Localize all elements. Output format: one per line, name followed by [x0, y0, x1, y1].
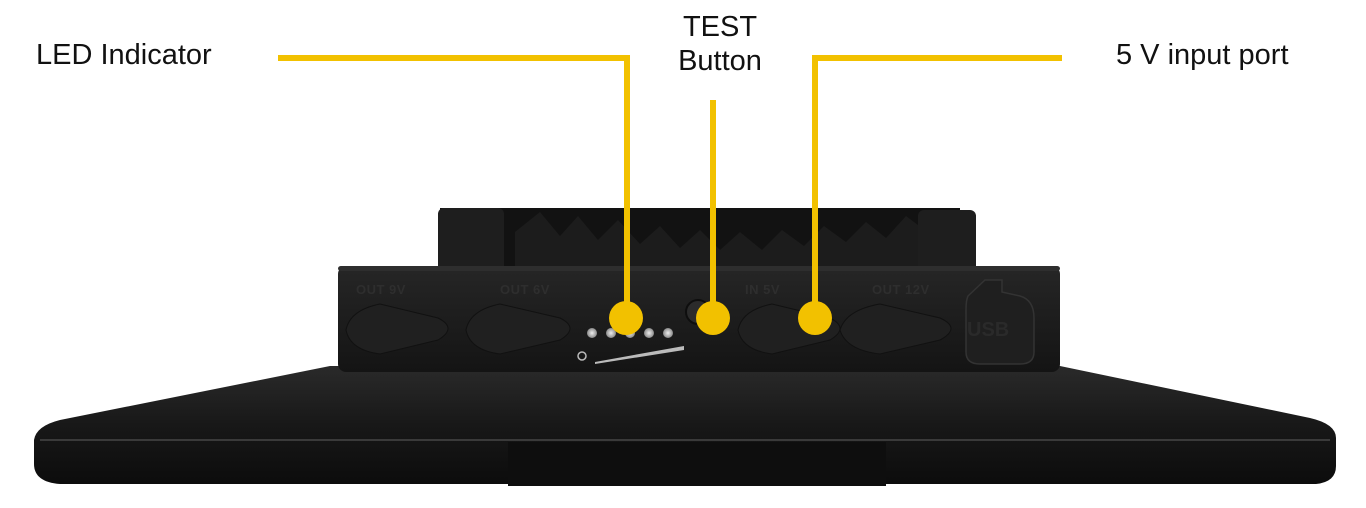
- port-label: OUT 6V: [500, 282, 550, 297]
- usb-port-cover: [965, 279, 1035, 365]
- led-dot: [606, 328, 616, 338]
- port-cover-out12v: [839, 303, 952, 355]
- port-cover-out9v: [345, 303, 449, 355]
- lamp-base: [34, 366, 1336, 486]
- callout-dot-test: [696, 301, 730, 335]
- usb-label: USB: [967, 319, 1009, 341]
- led-dot: [644, 328, 654, 338]
- callout-label-input-port: 5 V input port: [1116, 39, 1289, 71]
- callout-lines: [278, 55, 1062, 318]
- port-label: IN 5V: [745, 282, 780, 297]
- callout-label-test-line1: TEST: [682, 11, 758, 43]
- callout-label-led: LED Indicator: [36, 39, 212, 71]
- callout-label-test: TEST Button: [640, 10, 800, 78]
- callout-line-port: [812, 55, 1062, 318]
- port-label: OUT 12V: [872, 282, 930, 297]
- callout-dot-led: [609, 301, 643, 335]
- brightness-ramp: [595, 346, 684, 364]
- port-label: OUT 9V: [356, 282, 406, 297]
- led-dot: [587, 328, 597, 338]
- callout-dot-port: [798, 301, 832, 335]
- port-labels: OUT 9V OUT 6V IN 5V OUT 12V: [356, 282, 930, 297]
- port-cover-out6v: [465, 303, 571, 355]
- callout-label-test-line2: Button: [678, 45, 762, 77]
- callout-line-led: [278, 55, 630, 318]
- led-dot: [663, 328, 673, 338]
